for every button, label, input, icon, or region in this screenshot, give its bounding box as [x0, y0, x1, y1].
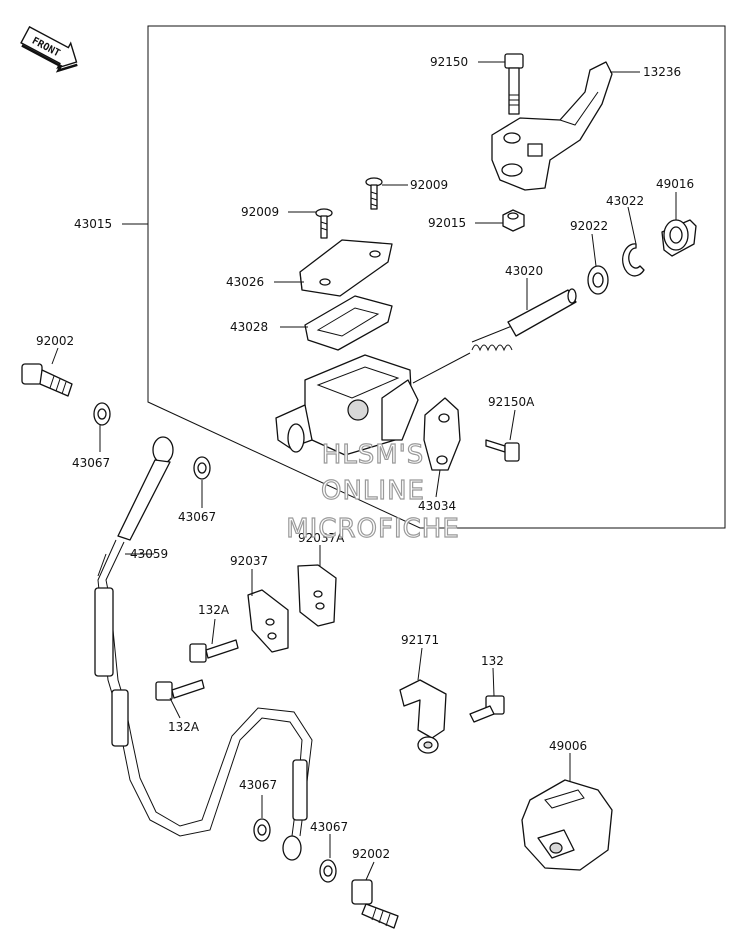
- label-43067-b: 43067: [178, 510, 216, 524]
- label-92002-lower: 92002: [352, 847, 390, 861]
- screw-92009-lower-icon: [315, 208, 333, 239]
- label-92037A: 92037A: [298, 531, 345, 545]
- label-43067-d: 43067: [310, 820, 348, 834]
- label-92015: 92015: [428, 216, 466, 230]
- label-92150: 92150: [430, 55, 468, 69]
- label-43067-a: 43067: [72, 456, 110, 470]
- washer-43067-d-icon: [319, 859, 337, 883]
- label-92009-upper: 92009: [410, 178, 448, 192]
- label-43034: 43034: [418, 499, 456, 513]
- watermark-line-1: HLSM'S: [322, 440, 425, 470]
- cover-49006-icon: [521, 779, 613, 871]
- brake-hose-43059-icon: [94, 436, 313, 861]
- watermark-line-2: ONLINE: [321, 476, 425, 506]
- diaphragm-43028-icon: [304, 295, 393, 351]
- label-92171: 92171: [401, 633, 439, 647]
- dust-boot-49016-icon: [661, 219, 697, 257]
- screw-92009-upper-icon: [365, 177, 383, 210]
- hose-clamp-92037A-icon: [297, 564, 337, 627]
- label-132A-lower: 132A: [168, 720, 200, 734]
- brake-lever-icon: [491, 61, 613, 191]
- watermark-line-3: MICROFICHE: [286, 514, 460, 544]
- label-49016: 49016: [656, 177, 694, 191]
- master-cylinder-body-icon: [275, 354, 419, 456]
- label-92022: 92022: [570, 219, 608, 233]
- bracket-92171-icon: [399, 679, 447, 754]
- part-labels: 92150 13236 92009 92009 92015 49016 4302…: [36, 55, 694, 861]
- hose-clamp-92037-icon: [247, 589, 289, 653]
- leader-lines: [51, 61, 677, 881]
- label-13236: 13236: [643, 65, 681, 79]
- bolt-132A-upper-icon: [189, 639, 239, 663]
- circlip-43022-icon: [622, 243, 645, 277]
- label-92009-lower: 92009: [241, 205, 279, 219]
- washer-43067-a-icon: [93, 402, 111, 426]
- reservoir-cap-43026-icon: [299, 239, 393, 297]
- front-arrow-icon: FRONT: [20, 25, 78, 73]
- washer-43067-b-icon: [193, 456, 211, 480]
- bolt-132-icon: [469, 695, 505, 723]
- label-92002-upper: 92002: [36, 334, 74, 348]
- label-92037: 92037: [230, 554, 268, 568]
- label-43059: 43059: [130, 547, 168, 561]
- label-92150A: 92150A: [488, 395, 535, 409]
- label-43022: 43022: [606, 194, 644, 208]
- assembly-frame: [147, 25, 726, 529]
- clamp-43034-icon: [423, 397, 461, 471]
- washer-92022-icon: [587, 265, 609, 295]
- label-49006: 49006: [549, 739, 587, 753]
- label-43015: 43015: [74, 217, 112, 231]
- bolt-132A-lower-icon: [155, 679, 205, 701]
- label-132: 132: [481, 654, 504, 668]
- banjo-bolt-92002-lower-icon: [351, 879, 399, 929]
- bolt-92150-icon: [504, 53, 524, 115]
- label-132A-upper: 132A: [198, 603, 230, 617]
- banjo-bolt-92002-upper-icon: [21, 363, 73, 397]
- watermark: HLSM'S ONLINE MICROFICHE: [286, 439, 460, 544]
- label-43067-c: 43067: [239, 778, 277, 792]
- label-43026: 43026: [226, 275, 264, 289]
- nut-92015-icon: [502, 209, 525, 232]
- bolt-92150A-icon: [485, 439, 520, 462]
- label-43020: 43020: [505, 264, 543, 278]
- label-43028: 43028: [230, 320, 268, 334]
- washer-43067-c-icon: [253, 818, 271, 842]
- piston-spring-43020-icon: [471, 288, 577, 352]
